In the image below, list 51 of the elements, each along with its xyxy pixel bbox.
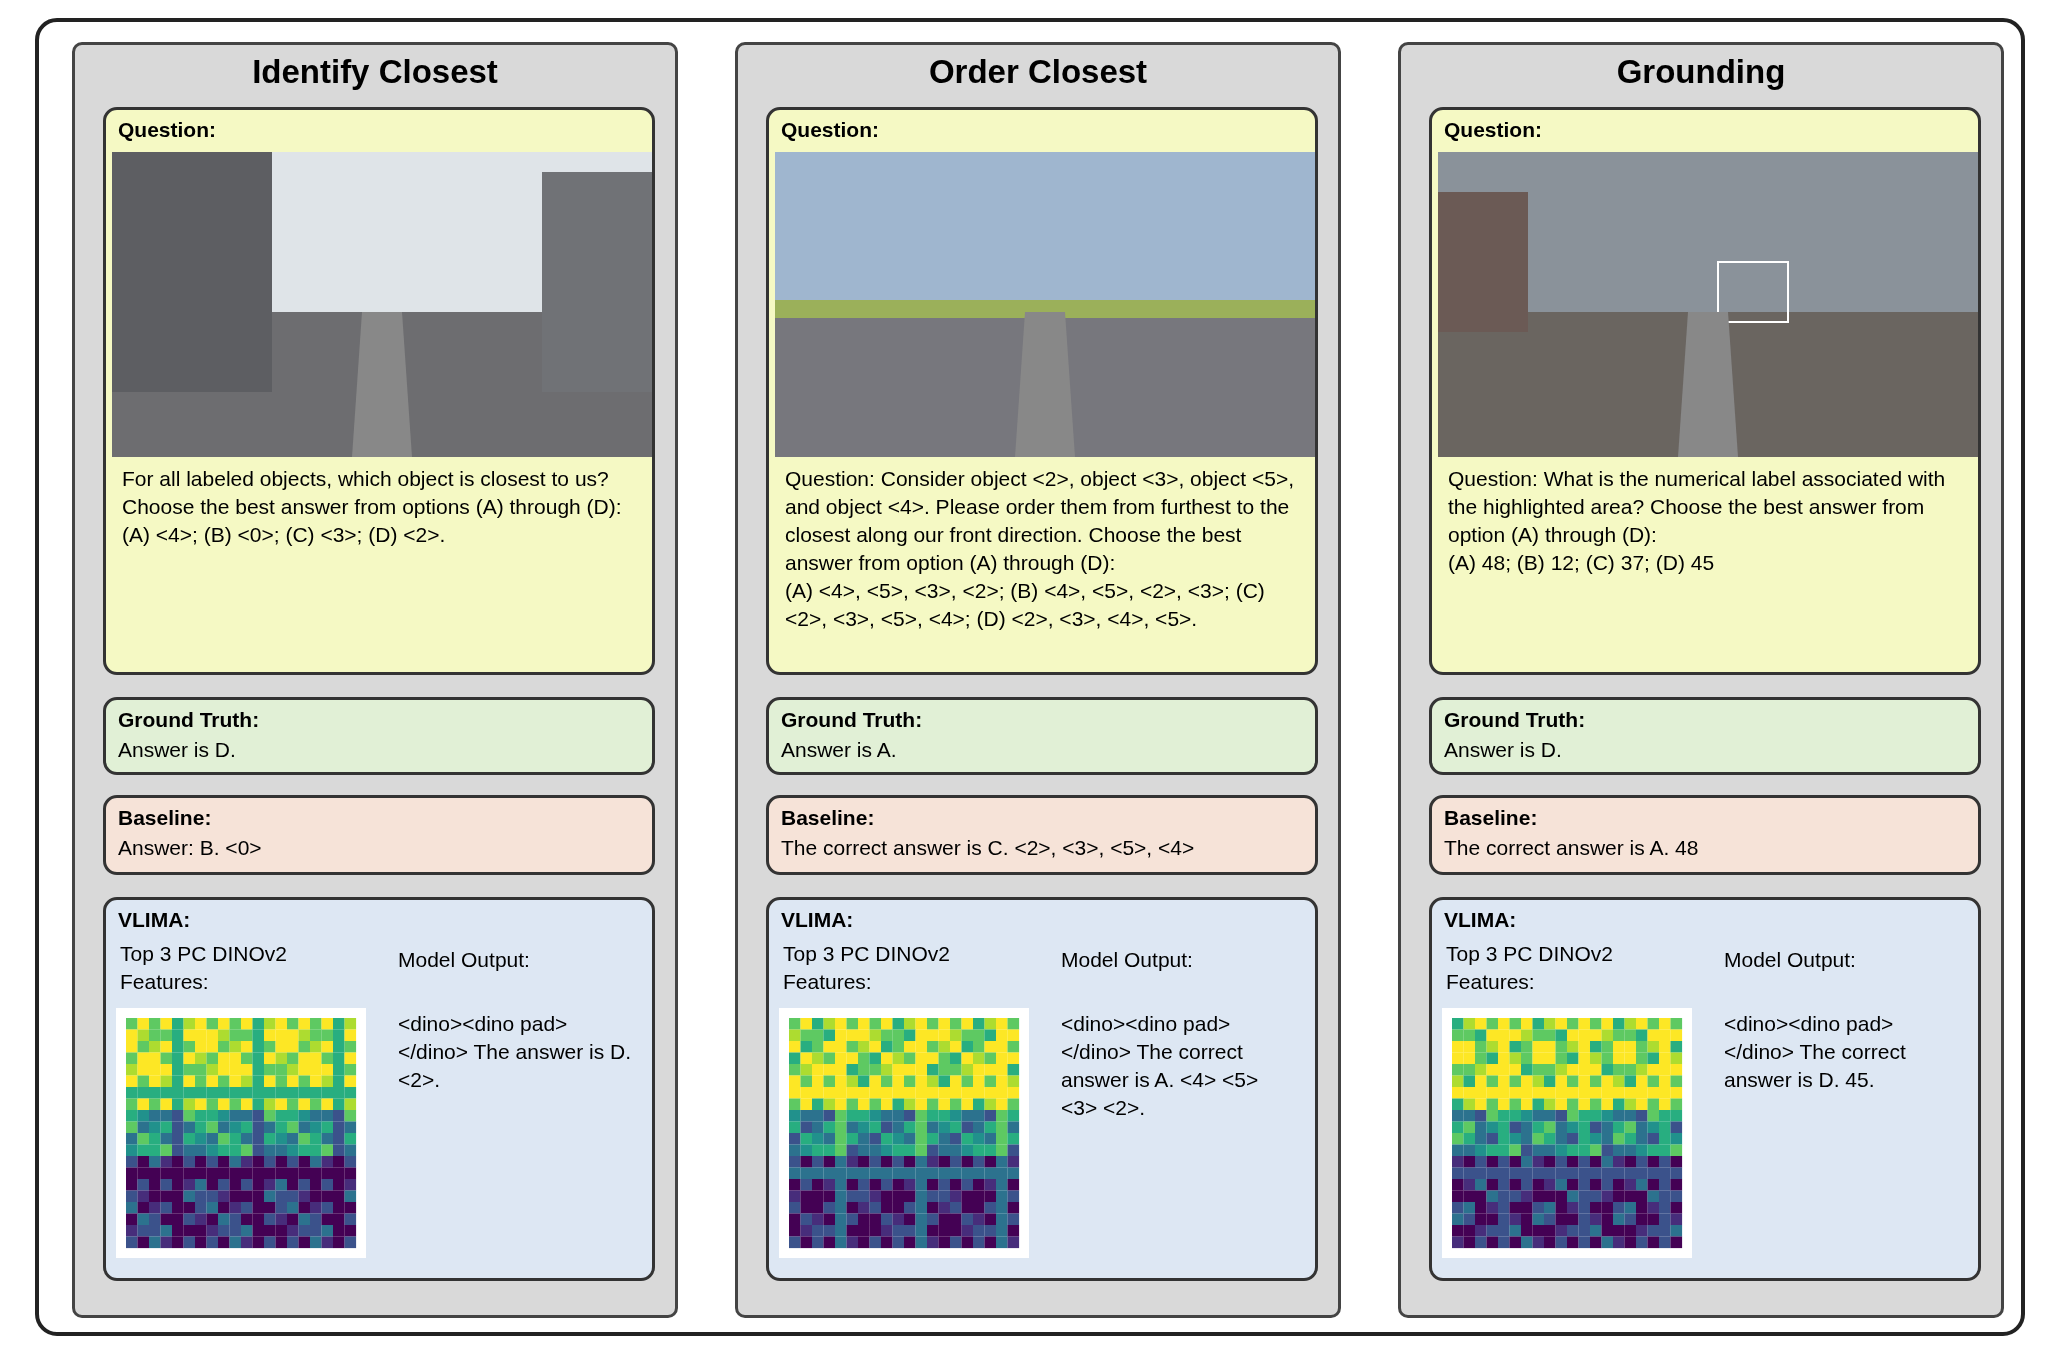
question-text: For all labeled objects, which object is closest to us? Choose the best answer from options (A) through (D):	[122, 466, 623, 520]
panel-title: Identify Closest	[251, 53, 499, 91]
question-text: (A) <4>, <5>, <3>, <2>; (B) <4>, <5>, <2>, <3>; (C) <2>, <3>, <5>, <4>; (D) <2>, <3>, <4>, <5>.	[785, 578, 1266, 632]
panel-title: Grounding	[1615, 53, 1787, 91]
baseline-card	[1429, 795, 1981, 875]
feature-caption: Top 3 PC DINOv2 Features:	[1446, 941, 1614, 995]
section-heading: Question:	[118, 118, 216, 142]
section-heading: Ground Truth:	[118, 708, 260, 732]
section-heading: Question:	[781, 118, 879, 142]
model-output-text: <dino><dino pad></dino> The answer is D. <2>.	[398, 1011, 633, 1093]
answer-text: Answer is D.	[1444, 737, 1562, 763]
output-heading: Model Output:	[1724, 947, 1856, 973]
task-panel	[1398, 42, 2004, 1318]
gt-card	[1429, 697, 1981, 775]
model-output-text: <dino><dino pad></dino> The correct answer is D. 45.	[1724, 1011, 1907, 1093]
model-output-text: <dino><dino pad></dino> The correct answer is A. <4> <5> <3> <2>.	[1061, 1011, 1260, 1121]
section-heading: Baseline:	[781, 806, 875, 830]
question-card	[103, 107, 655, 675]
gt-card	[103, 697, 655, 775]
answer-text: Answer is A.	[781, 737, 897, 763]
vlima-card	[1429, 897, 1981, 1281]
question-text: (A) <4>; (B) <0>; (C) <3>; (D) <2>.	[122, 522, 447, 548]
vlima-card	[103, 897, 655, 1281]
question-card	[1429, 107, 1981, 675]
question-text: (A) 48; (B) 12; (C) 37; (D) 45	[1448, 550, 1716, 576]
question-text: Question: Consider object <2>, object <3>, object <5>, and object <4>. Please order them from furthest to the closest along our front direction. Choose the best answer from option (A) through (D):	[785, 466, 1295, 576]
section-heading: Baseline:	[118, 806, 212, 830]
section-heading: Question:	[1444, 118, 1542, 142]
feature-caption: Top 3 PC DINOv2 Features:	[120, 941, 288, 995]
baseline-card	[766, 795, 1318, 875]
baseline-card	[103, 795, 655, 875]
section-heading: VLIMA:	[781, 908, 854, 932]
gt-card	[766, 697, 1318, 775]
answer-text: Answer is D.	[118, 737, 236, 763]
answer-text: Answer: B. <0>	[118, 835, 262, 861]
feature-caption: Top 3 PC DINOv2 Features:	[783, 941, 951, 995]
section-heading: VLIMA:	[118, 908, 191, 932]
section-heading: Ground Truth:	[1444, 708, 1586, 732]
section-heading: Baseline:	[1444, 806, 1538, 830]
vlima-card	[766, 897, 1318, 1281]
output-heading: Model Output:	[398, 947, 530, 973]
question-text: Question: What is the numerical label associated with the highlighted area? Choose the best answer from option (A) through (D):	[1448, 466, 1947, 548]
task-panel	[735, 42, 1341, 1318]
answer-text: The correct answer is A. 48	[1444, 835, 1699, 861]
section-heading: VLIMA:	[1444, 908, 1517, 932]
question-card	[766, 107, 1318, 675]
answer-text: The correct answer is C. <2>, <3>, <5>, <4>	[781, 835, 1195, 861]
section-heading: Ground Truth:	[781, 708, 923, 732]
panel-title: Order Closest	[927, 53, 1149, 91]
output-heading: Model Output:	[1061, 947, 1193, 973]
task-panel	[72, 42, 678, 1318]
